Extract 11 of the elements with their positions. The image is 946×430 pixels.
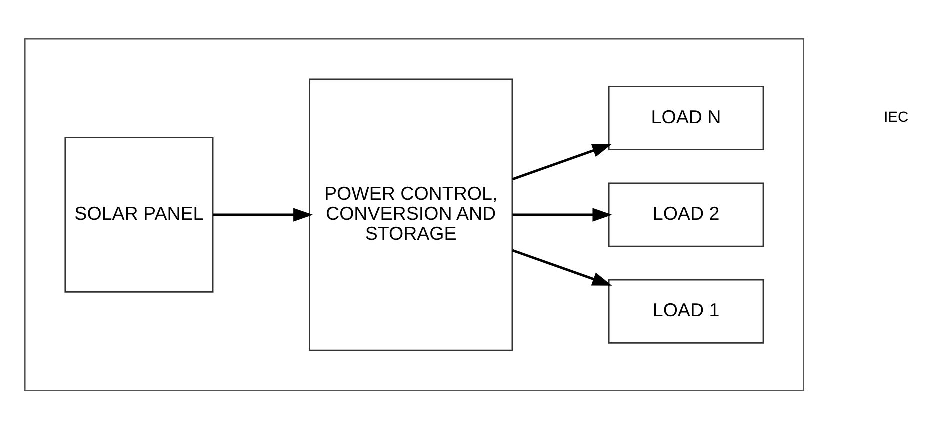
- node-box: LOAD 1: [608, 279, 764, 344]
- node-box: POWER CONTROL, CONVERSION AND STORAGE: [308, 78, 513, 352]
- node-box: LOAD 2: [608, 182, 764, 248]
- label: IEC: [884, 110, 908, 126]
- node-box: SOLAR PANEL: [64, 137, 214, 293]
- node-box: LOAD N: [608, 86, 764, 151]
- arrow: [212, 208, 313, 222]
- cluster: [24, 38, 804, 392]
- arrow: [512, 208, 612, 222]
- arrow: [512, 144, 612, 181]
- arrow: [512, 249, 612, 286]
